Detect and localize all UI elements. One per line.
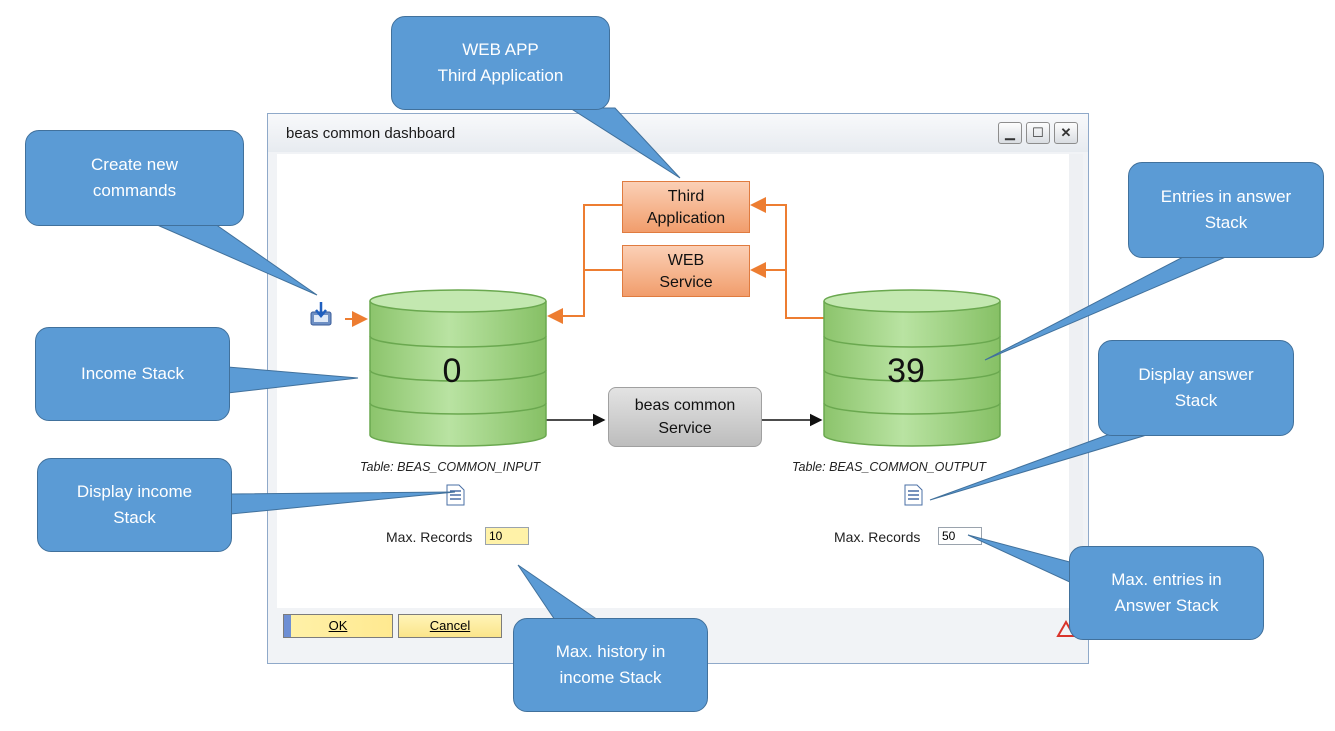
document-icon[interactable]: [904, 484, 923, 506]
callout-max-entries-answer-text: Max. entries in Answer Stack: [1111, 570, 1222, 615]
callout-create-commands: Create new commands: [25, 130, 244, 226]
maximize-button[interactable]: ☐: [1026, 122, 1050, 144]
output-table-label: Table: BEAS_COMMON_OUTPUT: [792, 460, 987, 474]
callout-display-answer-text: Display answer Stack: [1138, 365, 1254, 410]
cancel-button[interactable]: Cancel: [398, 614, 502, 638]
download-arrow-icon[interactable]: [310, 302, 332, 326]
third-app-to-income-arrow: [547, 204, 622, 324]
minimize-button[interactable]: ▁: [998, 122, 1022, 144]
vertical-scrollbar[interactable]: [1069, 154, 1083, 608]
title-bar: beas common dashboard ▁ ☐ ✕: [268, 114, 1088, 152]
common-service-box: beas common Service: [608, 387, 762, 447]
callout-web-app-text: WEB APP Third Application: [437, 40, 564, 85]
web-service-box: WEB Service: [622, 245, 750, 297]
income-max-records-label: Max. Records: [386, 529, 473, 545]
callout-income-stack-text: Income Stack: [81, 364, 184, 383]
ok-button[interactable]: OK: [283, 614, 393, 638]
income-max-records-input[interactable]: [485, 527, 529, 545]
third-application-box: Third Application: [622, 181, 750, 233]
callout-web-app: WEB APP Third Application: [391, 16, 610, 110]
callout-display-income-text: Display income Stack: [76, 482, 193, 527]
callout-entries-answer-text: Entries in answer Stack: [1160, 187, 1292, 232]
income-stack-count: 0: [442, 352, 462, 390]
callout-entries-answer: Entries in answer Stack: [1128, 162, 1324, 258]
close-button[interactable]: ✕: [1054, 122, 1078, 144]
callout-max-history: Max. history in income Stack: [513, 618, 708, 712]
income-stack-cylinder: [369, 289, 547, 447]
answer-stack-count: 39: [887, 352, 925, 390]
answer-max-records-label: Max. Records: [834, 529, 921, 545]
input-table-label: Table: BEAS_COMMON_INPUT: [360, 460, 541, 474]
callout-max-entries-answer: Max. entries in Answer Stack: [1069, 546, 1264, 640]
answer-stack-cylinder: [823, 289, 1001, 447]
window-title: beas common dashboard: [286, 125, 456, 142]
answer-max-records-input[interactable]: [938, 527, 982, 545]
callout-create-commands-text: Create new commands: [91, 155, 178, 200]
callout-display-income: Display income Stack: [37, 458, 232, 552]
callout-display-answer: Display answer Stack: [1098, 340, 1294, 436]
callout-max-history-text: Max. history in income Stack: [555, 642, 666, 687]
document-icon[interactable]: [446, 484, 465, 506]
callout-income-stack: Income Stack: [35, 327, 230, 421]
answer-to-third-app-arrow: [750, 197, 824, 319]
